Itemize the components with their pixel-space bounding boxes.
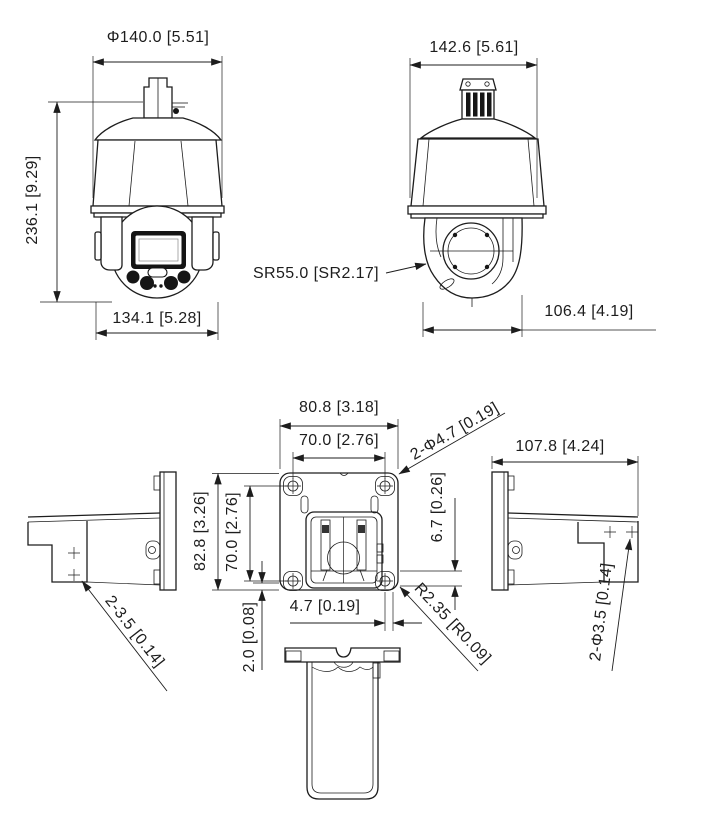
dim-label-plate-height: 82.8 [3.26] [192,490,209,572]
dim-label-arm-length: 107.8 [4.24] [515,438,605,455]
bracket-bottom-view [284,647,401,800]
camera-front-view [90,77,225,299]
dim-label-edge-offset: 6.7 [0.26] [429,471,446,543]
ir-led [126,270,140,284]
bracket-front-view [279,472,399,591]
dim-label-plate-width: 80.8 [3.18] [298,399,380,416]
dim-label-plate-thickness: 2.0 [0.08] [241,601,258,673]
dim-label-side-width-top: 142.6 [5.61] [429,39,519,56]
dim-label-tab-offset: 4.7 [0.19] [289,598,361,615]
ir-led [140,276,154,290]
ir-led [164,276,178,290]
dim-label-plate-hole-span-v: 70.0 [2.76] [224,491,241,573]
dimension-lines [40,56,656,692]
bracket-left-side-view [27,471,177,591]
dim-label-sphere-radius: SR55.0 [SR2.17] [252,265,380,282]
dim-label-front-width: 134.1 [5.28] [112,310,202,327]
dim-label-front-diameter: Φ140.0 [5.51] [106,29,210,46]
camera-side-view [407,78,547,307]
dim-label-plate-hole-span-h: 70.0 [2.76] [298,432,380,449]
dim-label-front-height: 236.1 [9.29] [24,155,41,245]
dim-label-side-width-bottom: 106.4 [4.19] [544,303,634,320]
bracket-right-side-view [491,471,639,591]
ir-led [177,270,191,284]
